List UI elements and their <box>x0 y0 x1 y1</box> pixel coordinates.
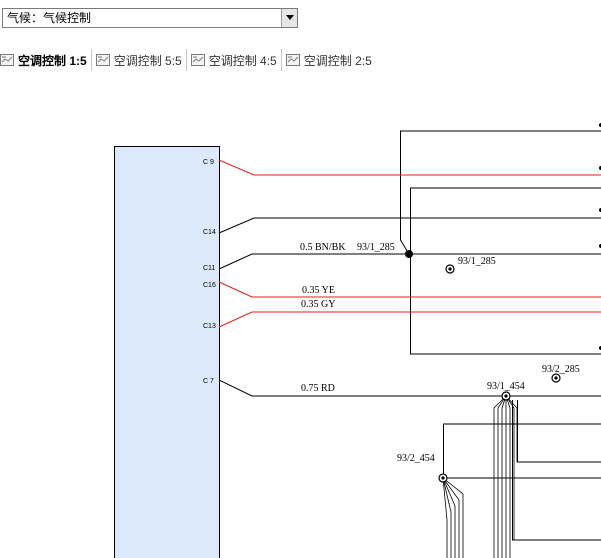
wire-label-c16: 0.35 YE <box>302 285 335 296</box>
splice-label-2: 93/1_285 <box>458 256 496 267</box>
splice-label-5: 93/2_454 <box>397 453 435 464</box>
tab-label: 空调控制 2:5 <box>303 53 372 68</box>
frame-wire-lower <box>443 423 601 478</box>
splice-label-4: 93/1_454 <box>487 381 525 392</box>
pin-c9: C 9 <box>203 159 214 166</box>
tab-ac-control-4-5[interactable]: 空调控制 4:5 <box>187 49 282 71</box>
frame-wire-lower-2 <box>517 400 601 463</box>
tab-ac-control-5-5[interactable]: 空调控制 5:5 <box>92 49 187 71</box>
splice-points[interactable] <box>405 250 561 483</box>
diagram-icon <box>285 54 300 66</box>
diagram-tabs: 空调控制 1:5 空调控制 5:5 空调控制 4:5 空调控制 2:5 <box>0 49 376 71</box>
tab-label: 空调控制 1:5 <box>18 53 87 68</box>
control-module[interactable] <box>114 146 220 558</box>
tab-ac-control-2-5[interactable]: 空调控制 2:5 <box>282 49 376 71</box>
wire-c13 <box>218 311 601 328</box>
diagram-icon <box>0 54 14 66</box>
tab-ac-control-1-5[interactable]: 空调控制 1:5 <box>0 49 92 71</box>
diagram-icon <box>190 54 205 66</box>
pin-c11: C11 <box>203 265 215 272</box>
red-wires <box>218 159 601 328</box>
splice-label-1: 93/1_285 <box>357 242 395 253</box>
chevron-down-icon[interactable] <box>281 9 297 27</box>
harness-bundle <box>493 395 518 558</box>
pin-c14: C14 <box>203 229 216 236</box>
diagram-icon <box>95 54 110 66</box>
harness-bundle-2 <box>442 477 464 558</box>
system-dropdown[interactable]: 气候：气候控制 <box>2 8 298 28</box>
wire-c11 <box>218 253 601 270</box>
wire-c14 <box>218 217 601 234</box>
pin-c7: C 7 <box>203 378 214 385</box>
black-wires <box>218 217 601 397</box>
pin-c13: C13 <box>203 323 216 330</box>
wire-c9 <box>218 159 601 176</box>
tab-label: 空调控制 4:5 <box>208 53 277 68</box>
splice-93-1-285-node <box>405 250 413 258</box>
connector-frames <box>400 130 601 541</box>
system-dropdown-value: 气候：气候控制 <box>7 11 92 25</box>
wire-label-c13: 0.35 GY <box>301 299 335 310</box>
wire-label-c7: 0.75 RD <box>301 383 335 394</box>
pin-c16: C16 <box>203 282 216 289</box>
frame-wire-top <box>400 130 601 255</box>
wire-c7 <box>218 379 601 397</box>
wire-c16 <box>218 281 601 298</box>
splice-label-3: 93/2_285 <box>542 364 580 375</box>
wire-label-c11: 0.5 BN/BK <box>300 242 346 253</box>
frame-wire-middle <box>410 187 601 355</box>
frame-wire-lower-3 <box>512 400 601 541</box>
tab-label: 空调控制 5:5 <box>113 53 182 68</box>
